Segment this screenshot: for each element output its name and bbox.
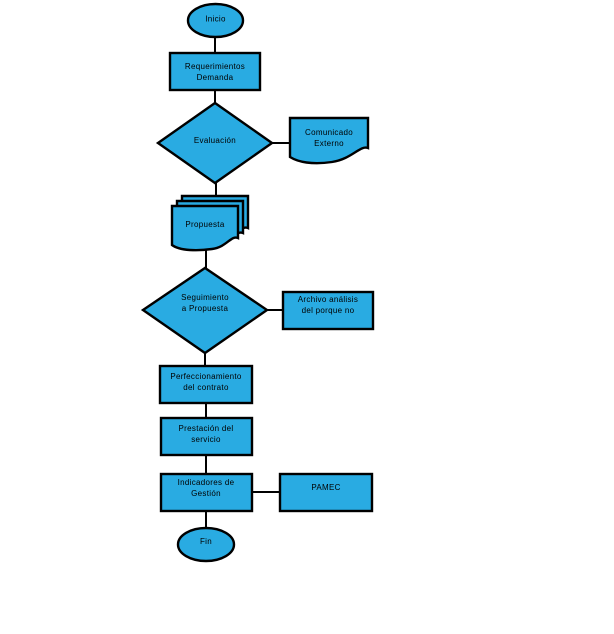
node-seguimiento-a-propuesta: Seguimiento a Propuesta [140, 266, 270, 355]
node-inicio: Inicio [186, 2, 245, 39]
process-shape [281, 290, 375, 331]
node-archivo-analisis: Archivo análisis del porque no [281, 290, 375, 331]
node-label: Demanda [197, 73, 234, 82]
node-label: PAMEC [311, 483, 340, 492]
process-shape [159, 472, 254, 513]
terminator-shape [186, 2, 245, 39]
node-propuesta: Propuesta [170, 194, 250, 252]
node-label: Externo [314, 139, 344, 148]
node-label: Seguimiento [181, 293, 229, 302]
node-label: Requerimientos [185, 62, 245, 71]
document-shape [288, 116, 370, 165]
document-shape-front [170, 204, 240, 252]
node-label: Comunicado [305, 128, 353, 137]
process-shape [278, 472, 374, 513]
node-requerimientos-demanda: Requerimientos Demanda [168, 51, 262, 92]
node-evaluacion: Evaluación [155, 101, 275, 185]
node-label: del contrato [183, 383, 229, 392]
node-label: Inicio [205, 15, 226, 24]
process-shape [158, 364, 254, 405]
decision-shape [140, 266, 270, 355]
node-label: Gestión [191, 489, 221, 498]
node-pamec: PAMEC [278, 472, 374, 513]
decision-shape [155, 101, 275, 185]
process-shape [159, 416, 254, 457]
node-indicadores-gestion: Indicadores de Gestión [159, 472, 254, 513]
node-label: Prestación del [179, 424, 234, 433]
node-label: servicio [191, 435, 221, 444]
node-fin: Fin [176, 526, 236, 563]
node-label: Archivo análisis [298, 295, 358, 304]
node-label: Indicadores de [178, 478, 235, 487]
node-perfeccionamiento-contrato: Perfeccionamiento del contrato [158, 364, 254, 405]
node-label: Evaluación [194, 136, 236, 145]
terminator-shape [176, 526, 236, 563]
process-shape [168, 51, 262, 92]
node-comunicado-externo: Comunicado Externo [288, 116, 370, 165]
node-label: a Propuesta [182, 304, 229, 313]
node-label: del porque no [302, 306, 355, 315]
node-label: Perfeccionamiento [170, 372, 242, 381]
node-prestacion-servicio: Prestación del servicio [159, 416, 254, 457]
node-label: Fin [200, 537, 212, 546]
node-label: Propuesta [185, 220, 224, 229]
